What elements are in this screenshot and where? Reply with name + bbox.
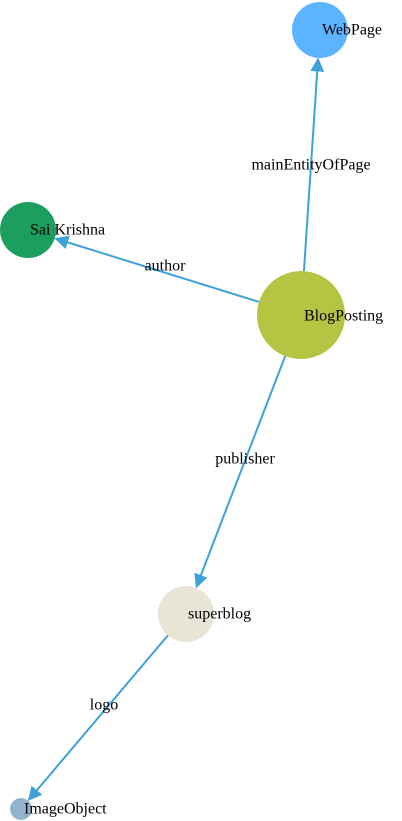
node-label-webpage: WebPage xyxy=(322,22,382,39)
edge-label-mainentity: mainEntityOfPage xyxy=(251,157,370,174)
node-label-publisher: superblog xyxy=(188,606,251,623)
edge-label-publisher-edge: publisher xyxy=(215,451,275,468)
node-label-author: Sai Krishna xyxy=(30,222,105,239)
node-blogposting[interactable] xyxy=(257,271,345,359)
node-imageobject[interactable] xyxy=(10,798,32,820)
labels-layer: mainEntityOfPage author publisher logo WebPa… xyxy=(24,22,383,818)
node-publisher[interactable] xyxy=(158,586,214,642)
node-webpage[interactable] xyxy=(292,2,348,58)
edges-layer xyxy=(27,57,325,801)
edge-label-logo-edge: logo xyxy=(90,697,118,714)
node-label-blogposting: BlogPosting xyxy=(304,308,383,325)
edge-author-edge xyxy=(54,235,260,303)
node-label-imageobject: ImageObject xyxy=(24,801,107,818)
edge-logo-edge xyxy=(27,634,169,801)
edge-label-author-edge: author xyxy=(145,258,187,275)
nodes-layer xyxy=(0,2,348,820)
edge-publisher-edge xyxy=(194,355,287,589)
node-author[interactable] xyxy=(0,202,56,258)
edge-mainentity xyxy=(302,57,325,272)
